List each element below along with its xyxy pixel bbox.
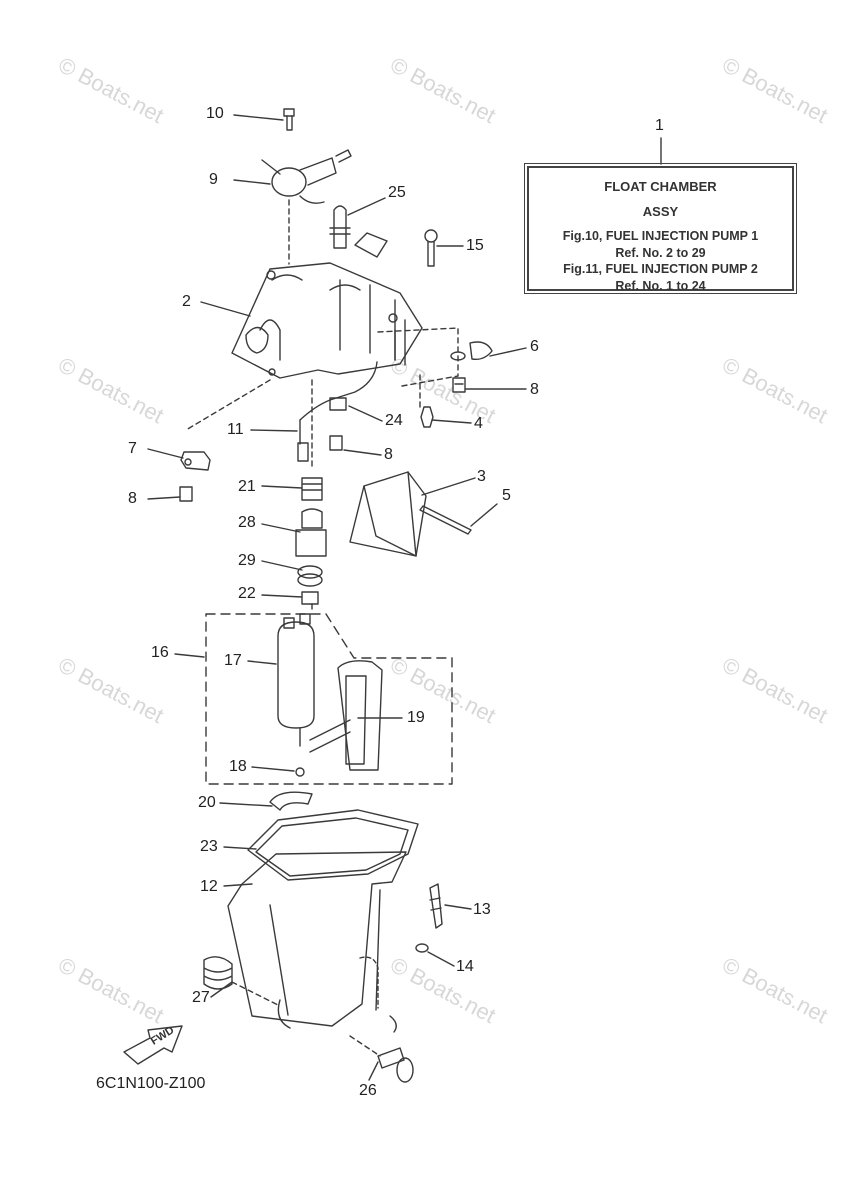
box-ref-fig10: Fig.10, FUEL INJECTION PUMP 1 — [562, 229, 759, 243]
box-title: FLOAT CHAMBER — [604, 179, 717, 194]
callout-14: 14 — [456, 958, 474, 975]
callout-11: 11 — [227, 421, 244, 438]
callout-6: 6 — [530, 338, 539, 355]
callout-7: 7 — [128, 440, 137, 457]
callout-22: 22 — [238, 585, 256, 602]
callout-9: 9 — [209, 171, 218, 188]
callout-12: 12 — [200, 878, 218, 895]
callout-18: 18 — [229, 758, 247, 775]
callout-21: 21 — [238, 478, 256, 495]
callout-23: 23 — [200, 838, 218, 855]
callout-24: 24 — [385, 412, 403, 429]
callout-8c: 8 — [128, 490, 137, 507]
callout-20: 20 — [198, 794, 216, 811]
callout-4: 4 — [474, 415, 483, 432]
callout-17: 17 — [224, 652, 242, 669]
box-subtitle: ASSY — [642, 204, 679, 219]
diagram-code: 6C1N100-Z100 — [96, 1075, 206, 1092]
callout-5: 5 — [502, 487, 511, 504]
callout-16: 16 — [151, 644, 169, 661]
callout-26: 26 — [359, 1082, 377, 1099]
callout-19: 19 — [407, 709, 425, 726]
callout-2: 2 — [182, 293, 191, 310]
callout-8b: 8 — [384, 446, 393, 463]
callout-13: 13 — [473, 901, 491, 918]
callout-10: 10 — [206, 105, 224, 122]
box-ref-range-2: Ref. No. 1 to 24 — [615, 278, 706, 293]
callout-29: 29 — [238, 552, 256, 569]
assembly-info-box: FLOAT CHAMBER ASSY Fig.10, FUEL INJECTIO… — [524, 163, 797, 294]
callout-27: 27 — [192, 989, 210, 1006]
box-ref-range-1: Ref. No. 2 to 29 — [615, 245, 706, 260]
callout-15: 15 — [466, 237, 484, 254]
box-ref-fig11: Fig.11, FUEL INJECTION PUMP 2 — [563, 262, 758, 276]
callout-8a: 8 — [530, 381, 539, 398]
callout-3: 3 — [477, 468, 486, 485]
callout-1: 1 — [655, 117, 664, 134]
callout-25: 25 — [388, 184, 406, 201]
callout-28: 28 — [238, 514, 256, 531]
